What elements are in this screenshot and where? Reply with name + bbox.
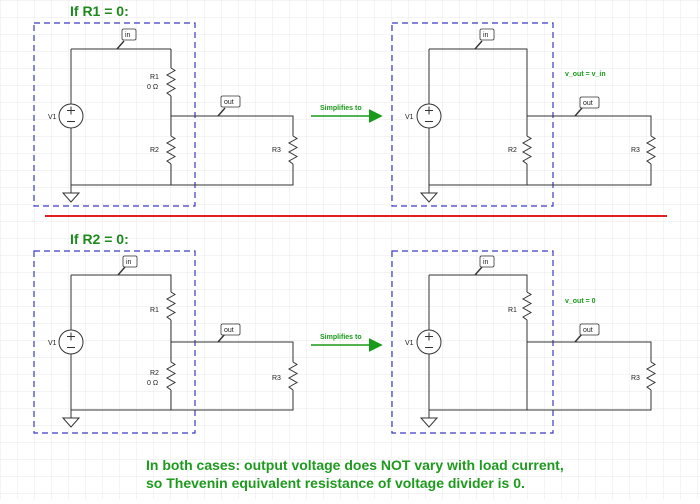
net-probe-tag-icon: in [474,28,495,50]
resistor-r2-label: R2 [150,147,159,154]
circuit-wires [70,48,294,193]
dc-voltage-source-icon [416,103,442,129]
resistor-zigzag-icon [165,291,177,321]
circuit-wires [428,274,652,418]
divider-boundary-box [33,22,196,207]
source-label: V1 [405,340,414,347]
dc-voltage-source-icon [416,329,442,355]
net-probe-tag-icon: in [116,28,137,50]
resistor-r1-value: 0 Ω [147,84,158,91]
resistor-zigzag-icon [521,135,533,165]
summary-line-2: so Thevenin equivalent resistance of vol… [146,475,525,491]
resistor-zigzag-icon [521,291,533,321]
circuit-right-simplified: V1 R2 R3 in out v_out = v_in [391,22,657,207]
dc-voltage-source-icon [58,329,84,355]
section-heading: If R1 = 0: [70,3,129,19]
dc-voltage-source-icon [58,103,84,129]
probe-out-label: out [583,100,593,107]
resistor-r1-label: R1 [150,74,159,81]
section-heading: If R2 = 0: [70,231,129,247]
source-label: V1 [48,114,57,121]
circuit-wires [70,274,294,418]
resistor-zigzag-icon [287,135,299,165]
probe-out-label: out [224,327,234,334]
probe-in-label: in [483,32,489,39]
resistor-r3-label: R3 [631,147,640,154]
resistor-mid-label: R1 [508,307,517,314]
resistor-zigzag-icon [165,361,177,391]
resistor-zigzag-icon [165,67,177,97]
circuit-wires [428,48,652,193]
resistor-r3-label: R3 [631,375,640,382]
resistor-r2-value: 0 Ω [147,380,158,387]
ground-icon [419,192,439,203]
resistor-r3-label: R3 [272,375,281,382]
net-probe-tag-icon: out [217,323,241,343]
simplifies-label: Simplifies to [320,105,362,112]
probe-in-label: in [126,259,132,266]
resistor-r1-label: R1 [150,307,159,314]
resistor-zigzag-icon [287,361,299,391]
circuit-left-original: V1 R1 R2 0 Ω R3 in out [33,250,299,434]
source-label: V1 [405,114,414,121]
resistor-zigzag-icon [645,361,657,391]
probe-in-label: in [125,32,131,39]
ground-icon [61,417,81,428]
divider-boundary-box [391,22,554,207]
resistor-r3-label: R3 [272,147,281,154]
section-r1-zero: If R1 = 0: V1 R1 0 Ω R2 R3 [33,3,657,207]
net-probe-tag-icon: out [574,323,600,343]
resistor-r2-label: R2 [150,370,159,377]
resistor-zigzag-icon [165,135,177,165]
net-probe-tag-icon: in [117,255,138,276]
circuit-right-simplified: V1 R1 R3 in out v_out = 0 [391,250,657,434]
simplifies-label: Simplifies to [320,334,362,341]
summary-line-1: In both cases: output voltage does NOT v… [146,457,564,473]
source-label: V1 [48,340,57,347]
ground-icon [419,417,439,428]
probe-out-label: out [583,327,593,334]
section-r2-zero: If R2 = 0: V1 R1 R2 0 Ω R3 in [33,231,657,434]
net-probe-tag-icon: out [574,96,600,117]
probe-out-label: out [224,99,234,106]
result-note: v_out = 0 [565,298,596,305]
net-probe-tag-icon: in [474,255,495,276]
net-probe-tag-icon: out [217,95,241,117]
result-note: v_out = v_in [565,71,606,78]
ground-icon [61,192,81,203]
probe-in-label: in [483,259,489,266]
resistor-mid-label: R2 [508,147,517,154]
resistor-zigzag-icon [645,135,657,165]
circuit-left-original: V1 R1 0 Ω R2 R3 in out [33,22,299,207]
